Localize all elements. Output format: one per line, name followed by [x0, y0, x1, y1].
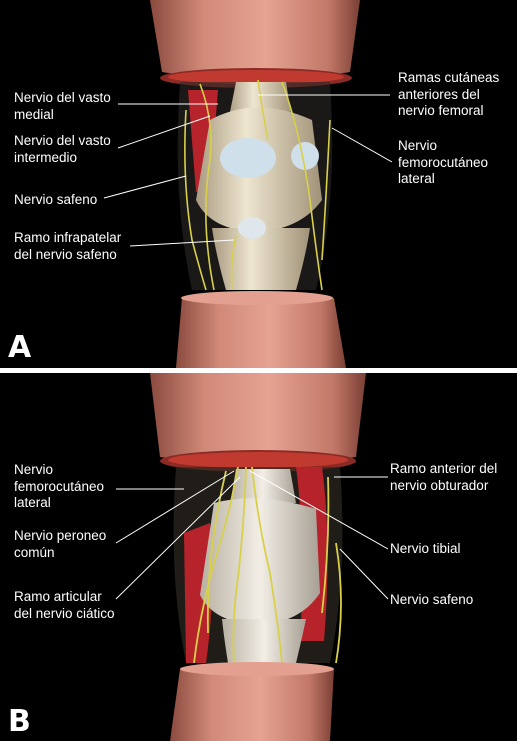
panel-letter-a: A	[8, 330, 32, 365]
panel-a: Nervio del vasto medial Nervio del vasto…	[0, 0, 517, 368]
label-nervio-safeno-b: Nervio safeno	[390, 592, 474, 607]
panel-divider	[0, 368, 517, 373]
label-nervio-femorocutaneo: Nervio femorocutáneo lateral	[398, 138, 489, 186]
knee-illustration-posterior	[115, 373, 389, 741]
label-nervio-peroneo-comun: Nervio peroneo común	[14, 528, 107, 560]
label-ramas-cutaneas: Ramas cutáneas anteriores del nervio fem…	[398, 70, 500, 118]
label-ramo-articular: Ramo articular del nervio ciático	[14, 589, 115, 621]
label-ramo-infrapatelar: Ramo infrapatelar del nervio safeno	[14, 230, 122, 262]
label-nervio-safeno: Nervio safeno	[14, 192, 98, 207]
panel-letter-b: B	[8, 704, 31, 739]
label-ramo-anterior-obturador: Ramo anterior del nervio obturador	[390, 461, 498, 493]
label-nervio-vasto-intermedio: Nervio del vasto intermedio	[14, 133, 111, 165]
label-nervio-tibial: Nervio tibial	[390, 541, 461, 556]
label-nervio-femorocutaneo: Nervio femorocutáneo lateral	[14, 462, 105, 510]
label-nervio-vasto-medial: Nervio del vasto medial	[14, 90, 111, 122]
knee-illustration-anterior	[103, 0, 393, 368]
panel-b: Nervio femorocutáneo lateral Nervio pero…	[0, 373, 517, 741]
